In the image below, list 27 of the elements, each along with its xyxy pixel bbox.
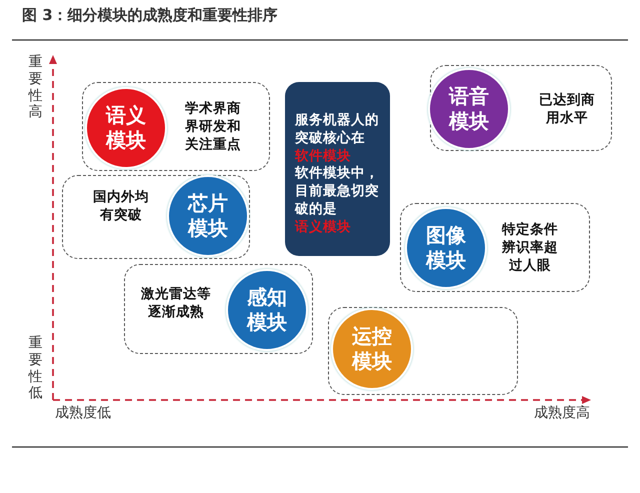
module-circle: 语义模块 [85, 87, 167, 169]
dashed-box [124, 264, 313, 354]
callout-text: 软件模块 [295, 148, 352, 166]
axis-label: 重要性高 [28, 54, 43, 122]
note-text: 特定条件辨识率超过人眼 [502, 220, 558, 276]
dashed-box [430, 65, 612, 151]
figure-title: 图 3：细分模块的成熟度和重要性排序 [22, 6, 278, 25]
module-circle: 感知模块 [226, 269, 308, 351]
module-circle: 运控模块 [331, 308, 413, 390]
module-circle: 语音模块 [428, 68, 510, 150]
note-text: 激光雷达等逐渐成熟 [141, 284, 211, 322]
note-text: 已达到商用水平 [539, 90, 595, 128]
axis-label: 成熟度低 [55, 404, 111, 422]
dashed-box [328, 307, 518, 395]
axis-label: 成熟度高 [534, 404, 590, 422]
dashed-box [400, 203, 590, 292]
dashed-box [62, 175, 250, 259]
callout-text: 服务机器人的突破核心在 [295, 112, 380, 148]
dashed-box [82, 82, 270, 171]
module-circle: 图像模块 [405, 207, 487, 289]
callout-text: 语义模块 [295, 218, 352, 237]
callout-box [285, 82, 390, 256]
axis-label: 重要性低 [28, 335, 43, 402]
callout-text: 软件模块中，目前最急切突破的是 [295, 165, 380, 219]
note-text: 国内外均有突破 [93, 188, 149, 224]
module-circle: 芯片模块 [167, 175, 249, 257]
note-text: 学术界商界研发和关注重点 [184, 100, 242, 154]
